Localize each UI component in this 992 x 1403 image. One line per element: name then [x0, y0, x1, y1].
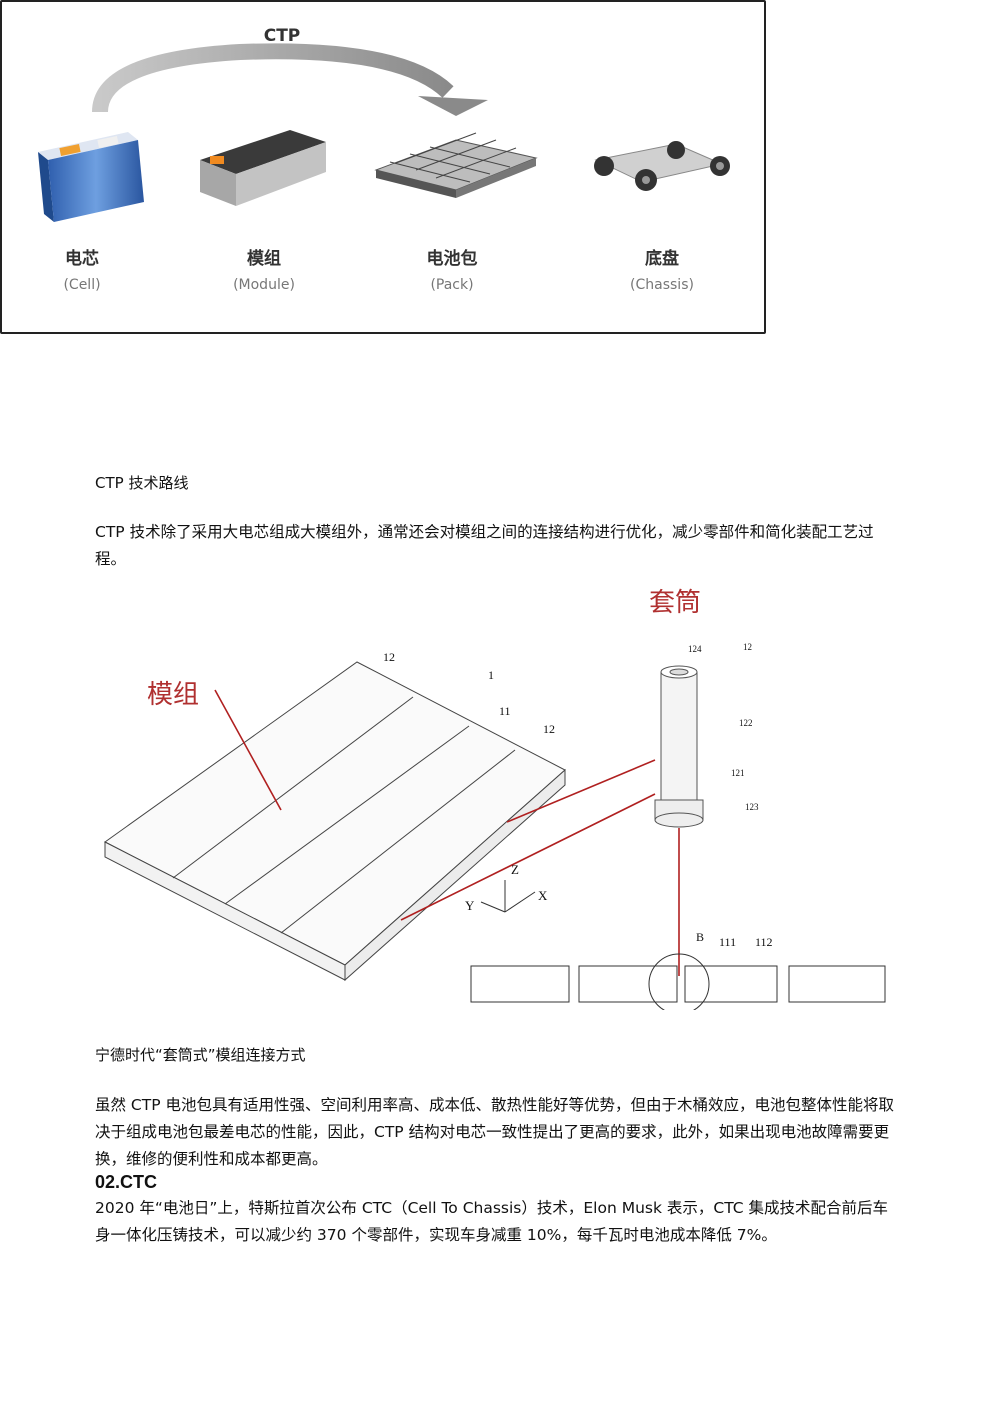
num-124: 124	[688, 644, 702, 654]
stage-pack-en: (Pack)	[430, 277, 474, 293]
paragraph-ctc-intro: 2020 年“电池日”上，特斯拉首次公布 CTC（Cell To Chassis…	[95, 1199, 889, 1244]
stage-module-en: (Module)	[233, 277, 295, 293]
stage-module: 模组 (Module)	[204, 244, 324, 293]
pack-image	[374, 132, 538, 198]
num-111: 111	[719, 935, 737, 949]
paragraph-ctp-structure: CTP 技术除了采用大电芯组成大模组外，通常还会对模组之间的连接结构进行优化，减…	[95, 523, 874, 568]
stage-chassis-cn: 底盘	[645, 249, 679, 269]
red-pointer-arrows	[214, 689, 680, 976]
sleeve-connection-graphics	[104, 661, 886, 1010]
num-12c: 12	[743, 642, 752, 652]
num-b: B	[696, 930, 705, 944]
axis-y: Y	[465, 898, 475, 913]
num-123: 123	[745, 802, 759, 812]
ctp-arrow-head	[418, 96, 488, 116]
num-11: 11	[499, 704, 511, 718]
stage-module-cn: 模组	[247, 249, 281, 269]
module-image	[200, 130, 326, 206]
caption-ctp-route: CTP 技术路线	[95, 474, 189, 492]
stage-pack-cn: 电池包	[426, 249, 478, 269]
paragraph-ctp-tradeoffs: 虽然 CTP 电池包具有适用性强、空间利用率高、成本低、散热性能好等优势，但由于…	[95, 1096, 894, 1168]
num-1: 1	[488, 668, 494, 682]
ctp-route-graphics	[38, 43, 730, 222]
ctp-arc-arrow	[92, 43, 454, 113]
sleeve-connection-figure: 模组 套筒 12 1 11 12 124 12 122 121 123 Z X …	[95, 580, 915, 1010]
section-view-drawing	[470, 953, 886, 1010]
chassis-image	[594, 141, 730, 191]
stage-pack: 电池包 (Pack)	[392, 244, 512, 293]
caption-sleeve-connection: 宁德时代“套筒式”模组连接方式	[95, 1046, 306, 1064]
ctp-arrow-label: CTP	[263, 26, 301, 46]
ctp-route-figure: CTP 电芯 (Cell) 模组 (Module) 电池包 (Pack) 底盘 …	[0, 0, 766, 334]
num-121: 121	[731, 768, 745, 778]
num-112: 112	[755, 935, 773, 949]
axis-glyph	[480, 880, 536, 913]
stage-cell-en: (Cell)	[63, 277, 101, 293]
num-12a: 12	[383, 650, 395, 664]
label-sleeve: 套筒	[649, 588, 702, 618]
num-12b: 12	[543, 722, 555, 736]
stage-cell-cn: 电芯	[65, 249, 99, 269]
label-module: 模组	[147, 680, 200, 710]
stage-cell: 电芯 (Cell)	[22, 244, 142, 293]
stage-chassis: 底盘 (Chassis)	[602, 244, 722, 293]
section-heading-ctc: 02.CTC	[95, 1172, 158, 1192]
stage-chassis-en: (Chassis)	[630, 277, 694, 293]
num-122: 122	[739, 718, 753, 728]
axis-x: X	[538, 888, 548, 903]
module-slab-drawing	[104, 661, 566, 982]
cell-image	[38, 132, 144, 222]
sleeve-drawing	[654, 665, 704, 828]
axis-z: Z	[511, 862, 519, 877]
